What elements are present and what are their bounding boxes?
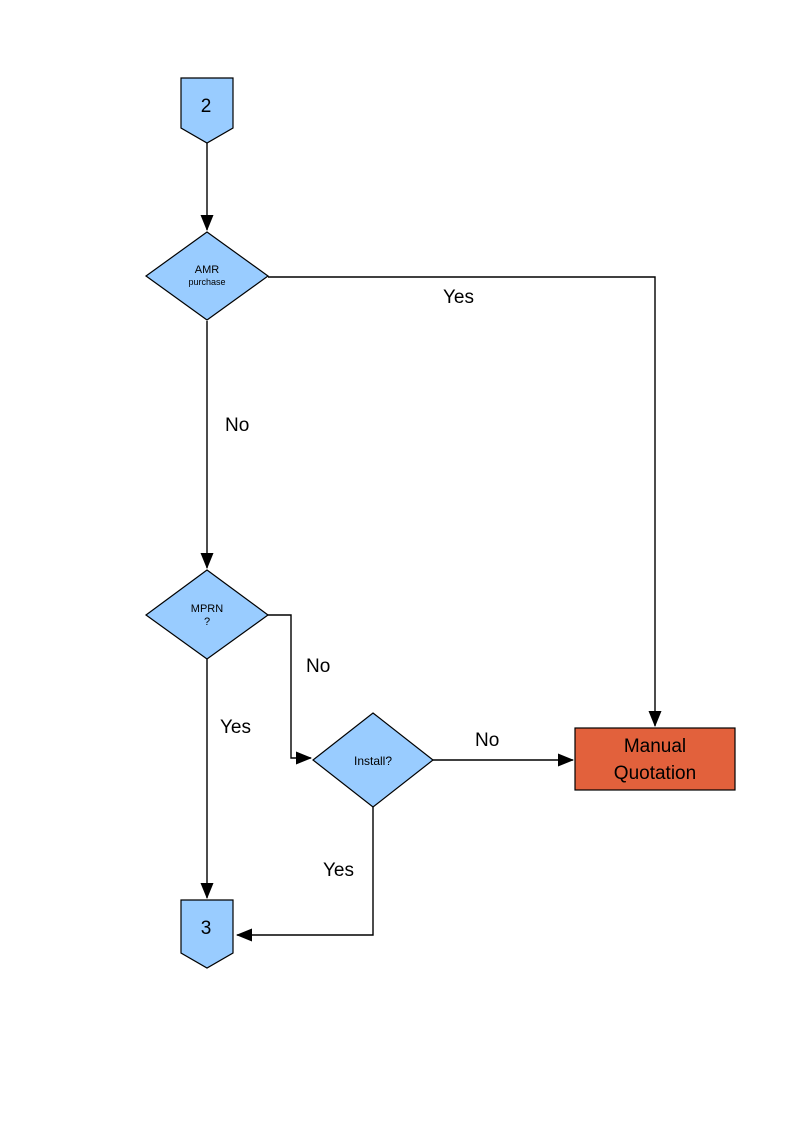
edge-label-install-no: No — [475, 730, 499, 751]
process-manual-quotation: Manual Quotation — [574, 727, 736, 791]
decision-install-label: Install? — [354, 754, 392, 768]
process-manual-quotation-line1: Manual — [624, 736, 686, 757]
offpage-connector-3: 3 — [180, 899, 234, 969]
edge-label-mprn-no: No — [306, 656, 330, 677]
decision-amr-purchase-label: AMR — [195, 264, 220, 276]
offpage-connector-2-label: 2 — [201, 96, 212, 117]
decision-install: Install? — [312, 712, 434, 808]
edge-install-yes-to-connector3 — [236, 807, 374, 942]
decision-mprn: MPRN ? — [144, 569, 270, 660]
edge-label-install-yes: Yes — [323, 860, 354, 881]
offpage-connector-2: 2 — [180, 77, 234, 144]
process-manual-quotation-shape — [574, 727, 736, 791]
offpage-connector-3-label: 3 — [201, 918, 212, 939]
decision-amr-purchase-shape — [144, 231, 270, 321]
edge-label-amr-no: No — [225, 415, 249, 436]
process-manual-quotation-line2: Quotation — [614, 763, 696, 784]
decision-mprn-sublabel: ? — [204, 616, 210, 628]
decision-amr-purchase-sublabel: purchase — [188, 277, 225, 287]
edge-label-amr-yes: Yes — [443, 287, 474, 308]
edge-label-mprn-yes: Yes — [220, 717, 251, 738]
decision-mprn-shape — [144, 569, 270, 660]
decision-install-shape — [312, 712, 434, 808]
decision-mprn-label: MPRN — [191, 603, 223, 615]
offpage-connector-3-shape — [180, 899, 234, 969]
edge-amr-yes-to-manual-quotation — [268, 276, 662, 727]
edge-mprn-no-to-install — [268, 614, 312, 765]
decision-amr-purchase: AMR purchase — [144, 231, 270, 321]
offpage-connector-2-shape — [180, 77, 234, 144]
